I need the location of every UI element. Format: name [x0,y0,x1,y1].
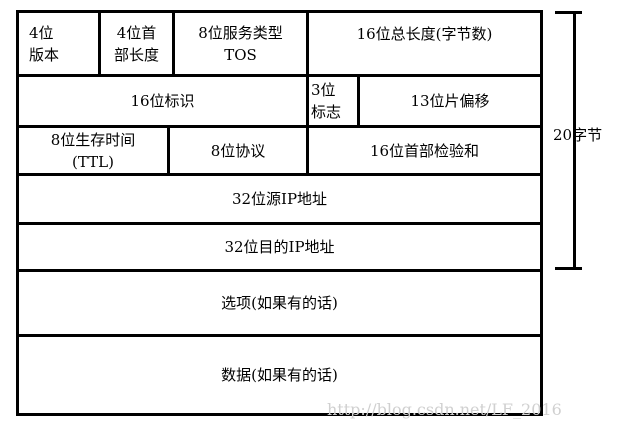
bracket-line [573,11,576,270]
identification-field: 16位标识 [16,74,309,128]
tos-field: 8位服务类型 TOS [172,10,309,77]
source-ip-field: 32位源IP地址 [16,173,543,225]
total-length-field: 16位总长度(字节数) [306,10,543,77]
protocol-field: 8位协议 [167,125,309,176]
version-field: 4位 版本 [16,10,101,77]
header-length-field: 4位首 部长度 [98,10,175,77]
header-checksum-field: 16位首部检验和 [306,125,543,176]
flags-field: 3位 标志 [306,74,360,128]
options-field: 选项(如果有的话) [16,269,543,337]
fragment-offset-field: 13位片偏移 [357,74,543,128]
bracket-bottom [555,267,582,270]
bracket-top [555,11,582,14]
bracket-label: 20字节 [553,126,603,144]
destination-ip-field: 32位目的IP地址 [16,222,543,272]
data-field: 数据(如果有的话) [16,334,543,416]
watermark: http://blog.csdn.net/LF_2016 [327,400,562,419]
ttl-field: 8位生存时间 (TTL) [16,125,170,176]
